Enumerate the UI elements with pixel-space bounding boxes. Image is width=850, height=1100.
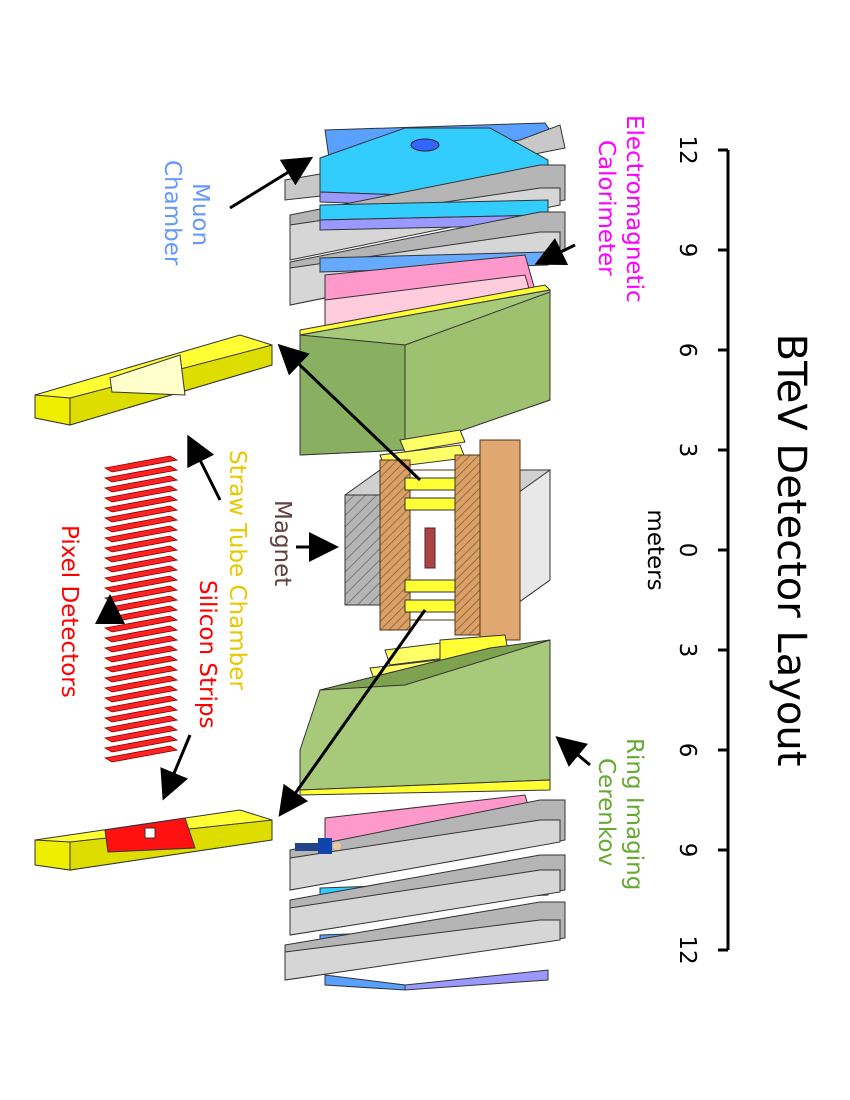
pixel-plane	[103, 475, 179, 493]
label-em-calorimeter-line1: Electromagnetic	[621, 115, 647, 303]
human-figure-icon	[295, 838, 341, 854]
pixel-plane	[103, 635, 179, 653]
scale-tick-right-6: 6	[674, 743, 700, 758]
scale-tick-left-12: 12	[674, 135, 700, 164]
pixel-plane	[103, 685, 179, 703]
callout-arrows	[95, 156, 591, 817]
straw-tube-chamber-view	[34, 334, 273, 426]
pixel-plane	[103, 515, 179, 533]
label-muon-chamber-line1: Muon	[187, 183, 213, 246]
pixel-plane	[103, 575, 179, 593]
label-silicon-strips: Silicon Strips	[194, 580, 220, 728]
pixel-plane	[103, 705, 179, 723]
scale-bar: 12 9 6 3 0 meters 3 6 9 12	[642, 135, 730, 965]
pixel-detectors-stack	[103, 455, 179, 763]
scale-tick-right-9: 9	[674, 843, 700, 858]
scale-tick-center: 0	[674, 543, 700, 558]
scale-tick-left-3: 3	[674, 443, 700, 458]
pixel-plane	[103, 485, 179, 503]
page-title: BTeV Detector Layout	[768, 334, 814, 767]
label-rich-line2: Cerenkov	[593, 758, 619, 866]
pixel-plane	[103, 735, 179, 753]
scale-tick-left-6: 6	[674, 343, 700, 358]
scale-tick-left-9: 9	[674, 243, 700, 258]
scale-tick-right-3: 3	[674, 643, 700, 658]
pixel-plane	[103, 615, 179, 633]
pixel-plane	[103, 745, 179, 763]
scale-unit: meters	[642, 509, 668, 590]
silicon-strips-view	[34, 809, 273, 871]
label-pixel-detectors: Pixel Detectors	[56, 525, 82, 698]
pixel-plane	[103, 525, 179, 543]
pixel-plane	[103, 645, 179, 663]
pixel-plane	[103, 565, 179, 583]
pixel-plane	[103, 675, 179, 693]
muon-chamber-left	[284, 122, 566, 306]
pixel-plane	[103, 695, 179, 713]
label-muon-chamber-line2: Chamber	[159, 160, 185, 266]
rich-left	[299, 284, 552, 456]
label-straw-tube-chamber: Straw Tube Chamber	[224, 450, 250, 690]
scale-tick-right-12: 12	[674, 935, 700, 964]
pixel-plane	[103, 555, 179, 573]
pixel-plane	[103, 505, 179, 523]
pixel-plane	[103, 665, 179, 683]
pixel-plane	[103, 625, 179, 643]
muon-chamber-right	[284, 799, 566, 991]
pixel-plane	[103, 495, 179, 513]
pixel-plane	[103, 465, 179, 483]
pixel-plane	[103, 535, 179, 553]
label-em-calorimeter-line2: Calorimeter	[593, 140, 619, 276]
pixel-plane	[103, 455, 179, 473]
pixel-plane	[103, 655, 179, 673]
label-rich-line1: Ring Imaging	[621, 738, 647, 890]
label-magnet: Magnet	[269, 500, 295, 586]
magnet	[344, 439, 551, 641]
pixel-plane	[103, 725, 179, 743]
pixel-plane	[103, 545, 179, 563]
pixel-plane	[103, 715, 179, 733]
